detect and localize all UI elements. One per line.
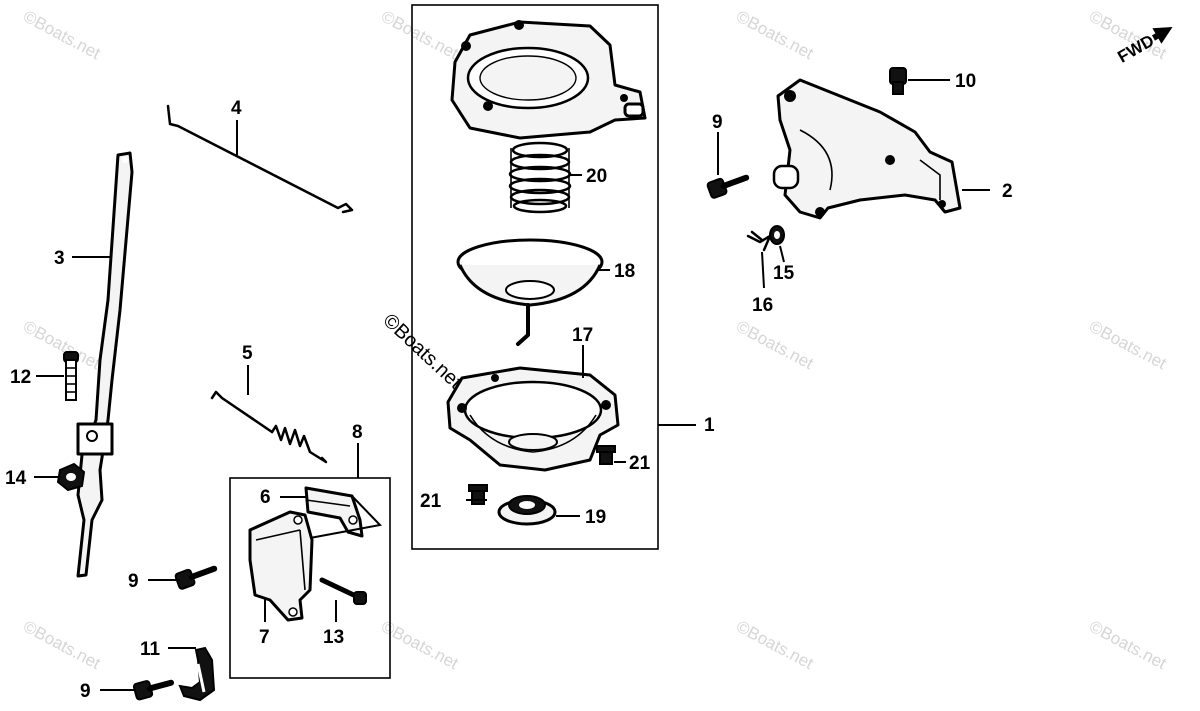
assembly-box-1 [411, 4, 659, 550]
callout-11: 11 [140, 639, 161, 660]
plate-part-6 [304, 486, 364, 538]
watermark-8: ©Boats.net [20, 617, 104, 674]
callout-1: 1 [704, 415, 715, 436]
watermark-center: ©Boats.net [379, 310, 467, 394]
watermark-3: ©Boats.net [733, 7, 817, 64]
callout-21-left: 21 [420, 491, 442, 512]
rod-part-4 [166, 104, 354, 214]
callout-6: 6 [260, 487, 271, 508]
spring-part-5 [210, 390, 328, 464]
screw-part-12 [63, 351, 79, 401]
diaphragm-cover-part [450, 20, 647, 140]
watermark-5: ©Boats.net [20, 317, 104, 374]
callout-9-right: 9 [712, 112, 723, 133]
callout-5: 5 [242, 343, 253, 364]
diaphragm-part-18 [456, 238, 604, 346]
callout-17: 17 [572, 325, 593, 346]
callout-3: 3 [54, 248, 65, 269]
bracket-part-7 [248, 510, 314, 622]
nut-part-14 [56, 462, 86, 492]
bolt-part-9-bottom [132, 679, 175, 701]
callout-20: 20 [586, 166, 607, 187]
callout-2: 2 [1002, 181, 1013, 202]
assembly-box-8 [229, 477, 391, 679]
screw-part-13 [319, 577, 367, 605]
callout-10: 10 [955, 71, 976, 92]
watermark-7: ©Boats.net [1086, 317, 1170, 374]
watermark-10: ©Boats.net [733, 617, 817, 674]
carburetor-body-part-17 [446, 366, 620, 472]
watermark-1: ©Boats.net [20, 7, 104, 64]
bracket-part-2 [772, 78, 962, 220]
callout-13: 13 [323, 627, 344, 648]
watermark-6: ©Boats.net [733, 317, 817, 374]
callout-labels: 1 2 3 4 5 6 7 8 9 9 9 10 11 12 13 14 15 … [5, 71, 1013, 702]
lever-part-3 [76, 151, 134, 578]
callout-21-right: 21 [629, 453, 651, 474]
watermark-2: ©Boats.net [378, 7, 462, 64]
clamp-part-11 [178, 646, 216, 702]
callout-4: 4 [231, 98, 242, 119]
callout-8: 8 [352, 422, 363, 443]
clip-part-16 [746, 230, 772, 252]
callout-15: 15 [773, 263, 795, 284]
bolt-part-10 [889, 67, 907, 95]
leader-lines [34, 79, 990, 691]
jet-part-21b [468, 484, 488, 505]
callout-16: 16 [752, 295, 773, 316]
spring-part-20 [508, 141, 572, 214]
watermark-11: ©Boats.net [1086, 617, 1170, 674]
plug-part-19 [497, 495, 557, 526]
jet-part-21a [596, 445, 616, 465]
nut-part-15 [769, 225, 785, 245]
callout-7: 7 [259, 627, 270, 648]
callout-14: 14 [5, 468, 27, 489]
callout-9-left: 9 [128, 571, 139, 592]
bolt-part-9-right [706, 174, 750, 199]
callout-12: 12 [10, 367, 31, 388]
callout-19: 19 [585, 507, 606, 528]
callout-9-bottom: 9 [80, 681, 91, 702]
callout-18: 18 [614, 261, 635, 282]
bolt-part-9-left [174, 565, 218, 590]
